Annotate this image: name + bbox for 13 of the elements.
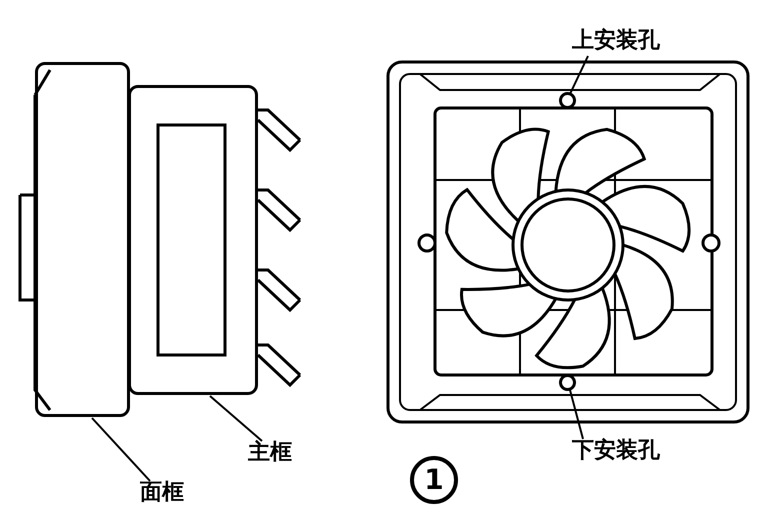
frame-part — [128, 85, 258, 395]
leader-line — [569, 56, 589, 94]
part-label: 主框 — [248, 440, 292, 466]
part-label: 下安装孔 — [572, 438, 660, 464]
frame-part — [35, 62, 130, 417]
leader-line — [569, 390, 584, 440]
mounting-hole — [559, 374, 576, 391]
mounting-hole — [559, 92, 576, 109]
leader-line — [209, 395, 263, 442]
leader-line — [91, 417, 151, 482]
figure-number: 1 — [410, 456, 458, 504]
part-label: 面框 — [140, 480, 184, 506]
part-label: 上安装孔 — [572, 28, 660, 54]
